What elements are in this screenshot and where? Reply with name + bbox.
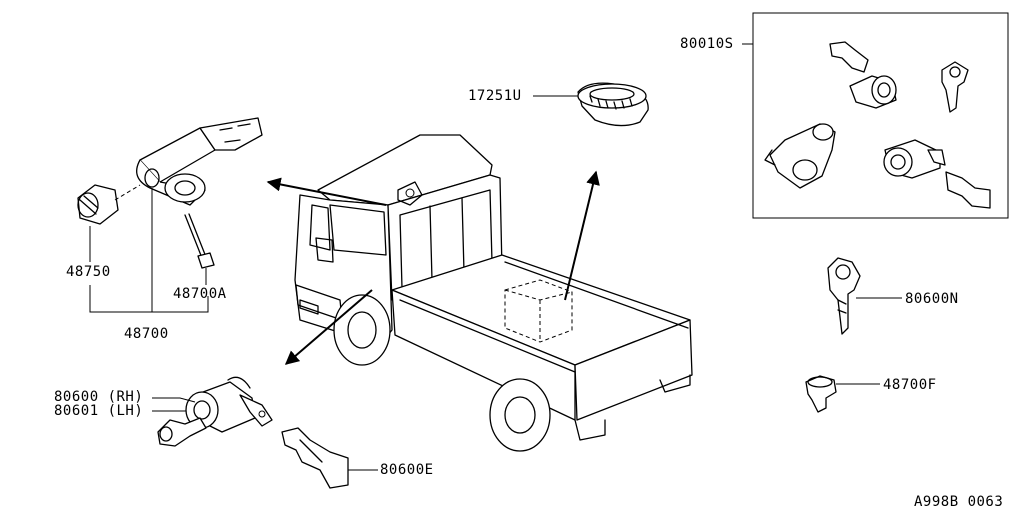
label-80600e: 80600E (380, 462, 434, 478)
kit-contents (764, 41, 991, 209)
truck-illustration (294, 134, 693, 452)
label-80010s: 80010S (680, 36, 734, 52)
arrow-ignition (266, 177, 387, 206)
key-80600n (827, 257, 861, 335)
label-80600n: 80600N (905, 291, 959, 307)
arrow-fuel-cap (564, 170, 600, 301)
diagram-code: A998B 0063 (914, 494, 1003, 510)
fuel-cap (577, 82, 649, 127)
clip-48700f (805, 375, 837, 413)
door-lock-cylinder (157, 376, 273, 447)
label-80601-lh: 80601 (LH) (54, 403, 143, 419)
label-48700f: 48700F (883, 377, 937, 393)
clip-80600e (281, 427, 349, 489)
arrow-door-lock (284, 289, 373, 365)
label-80600-rh: 80600 (RH) (54, 389, 143, 405)
label-17251u: 17251U (468, 88, 522, 104)
ignition-switch-assembly (77, 117, 263, 269)
label-48700: 48700 (124, 326, 169, 342)
kit-box-80010s (752, 12, 1009, 219)
label-48750: 48750 (66, 264, 111, 280)
label-48700a: 48700A (173, 286, 227, 302)
